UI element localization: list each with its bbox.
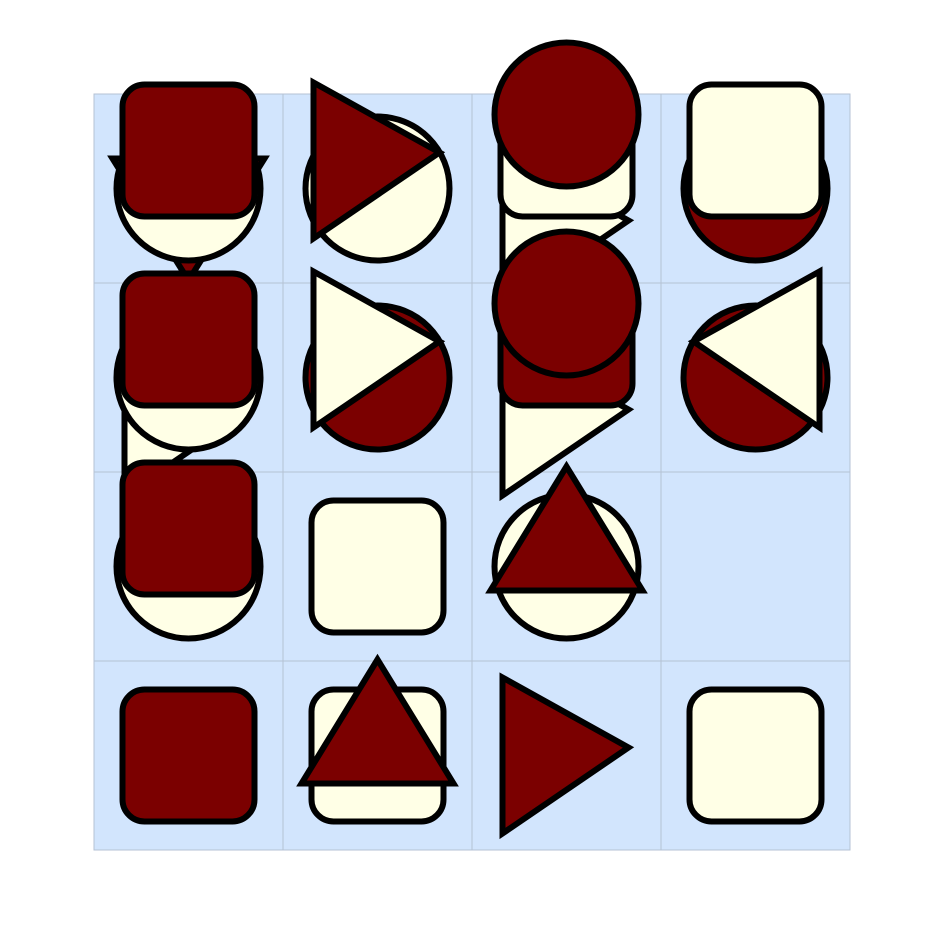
square-shape bbox=[119, 81, 258, 220]
cell-r0-c3 bbox=[680, 81, 831, 264]
cell-r2-c1 bbox=[308, 497, 447, 636]
square-shape bbox=[686, 81, 825, 220]
square-shape bbox=[119, 686, 258, 825]
triangle-up-shape bbox=[296, 653, 459, 787]
square-shape bbox=[119, 459, 258, 598]
square-shape bbox=[119, 270, 258, 409]
cell-r1-c3 bbox=[680, 266, 831, 453]
cell-r2-c0 bbox=[113, 459, 264, 642]
triangle-right-shape bbox=[310, 266, 446, 434]
square-shape bbox=[686, 686, 825, 825]
circle-shape bbox=[491, 39, 642, 190]
cell-r1-c0 bbox=[113, 270, 264, 502]
cell-r1-c2 bbox=[491, 228, 642, 502]
square-shape bbox=[308, 497, 447, 636]
triangle-right-shape bbox=[499, 672, 635, 840]
triangle-right-shape bbox=[310, 77, 446, 245]
triangle-left-shape bbox=[687, 266, 823, 434]
shapes-layer bbox=[107, 39, 831, 840]
cell-r3-c2 bbox=[499, 672, 635, 840]
circle-shape bbox=[491, 228, 642, 379]
cell-r3-c0 bbox=[119, 686, 258, 825]
cell-r3-c3 bbox=[686, 686, 825, 825]
cell-r0-c0 bbox=[107, 81, 270, 287]
cell-r1-c1 bbox=[302, 266, 453, 453]
cell-r0-c1 bbox=[302, 77, 453, 264]
triangle-up-shape bbox=[485, 460, 648, 594]
cell-r2-c2 bbox=[485, 460, 648, 642]
grid-cell bbox=[660, 471, 851, 662]
cell-r3-c1 bbox=[296, 653, 459, 825]
